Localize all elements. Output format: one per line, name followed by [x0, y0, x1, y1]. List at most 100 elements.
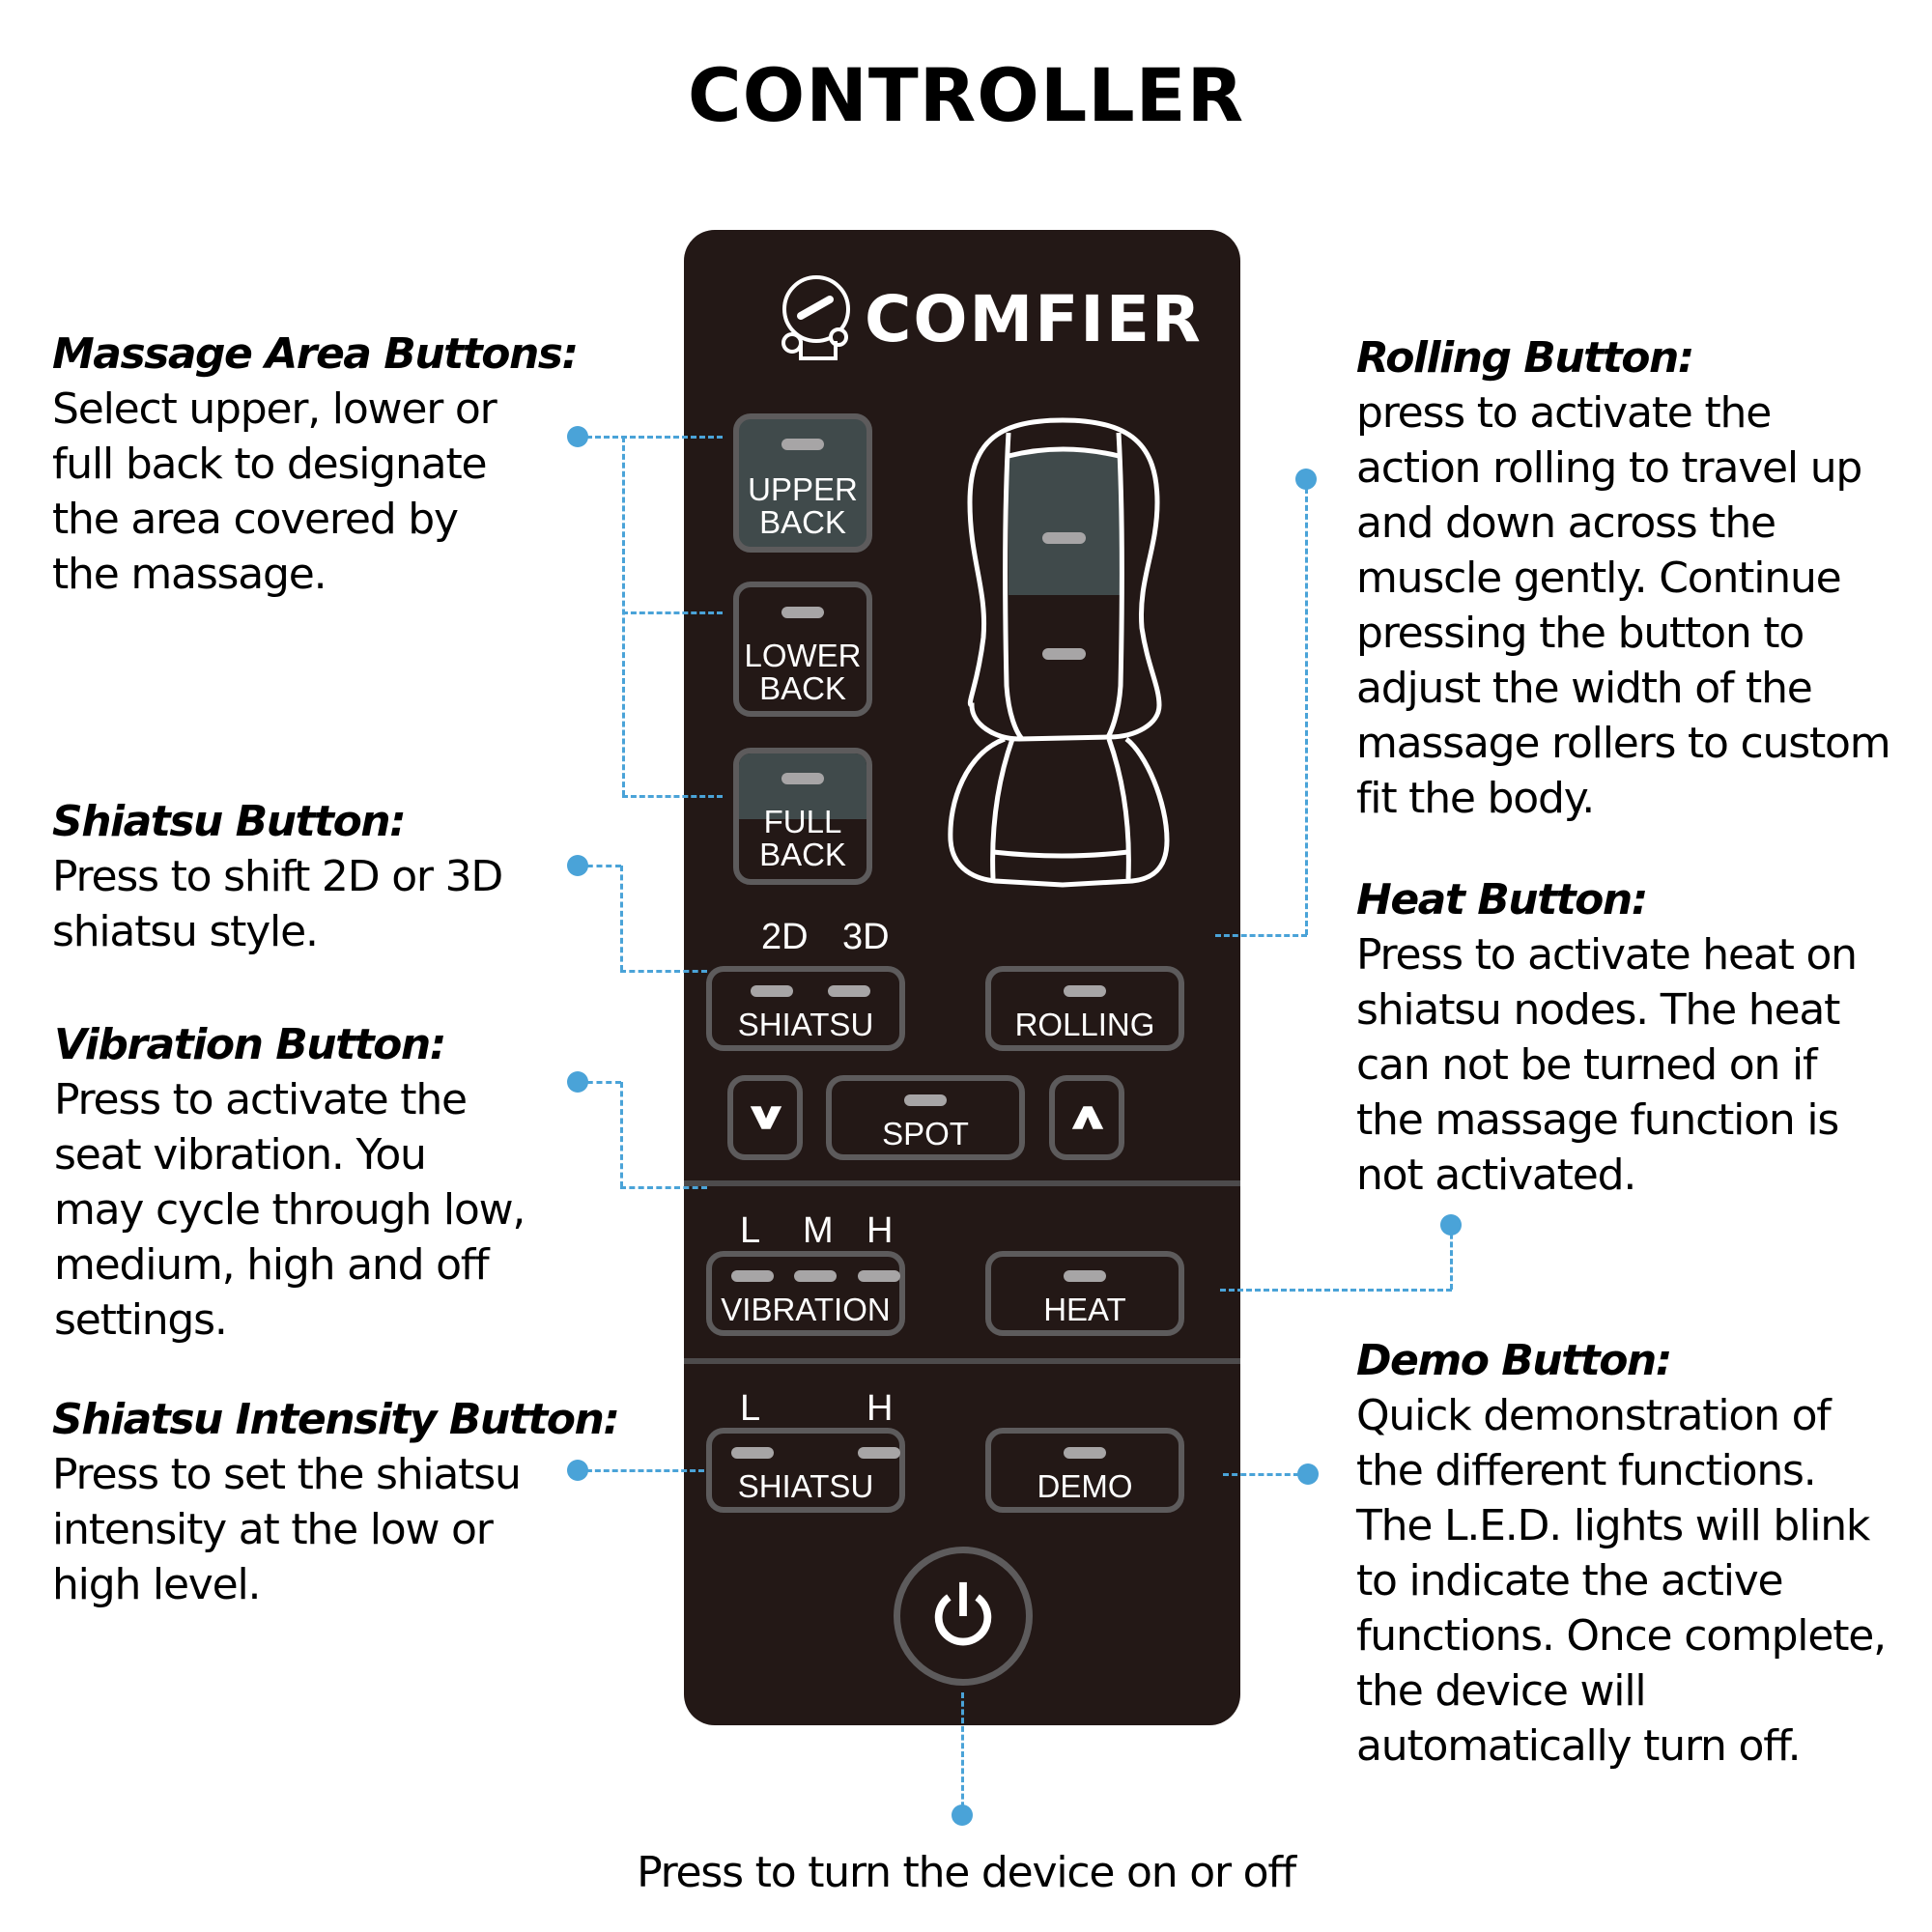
button-label: HEAT	[1043, 1292, 1126, 1327]
vibration-button[interactable]: VIBRATION	[706, 1251, 905, 1336]
callout-line	[578, 1081, 621, 1084]
spot-button[interactable]: SPOT	[826, 1075, 1025, 1160]
description-line: pressing the button to	[1356, 609, 1804, 658]
panel-divider	[684, 1358, 1240, 1364]
led-medium	[794, 1270, 837, 1282]
description-line: the massage function is	[1356, 1095, 1839, 1145]
description-line: the different functions.	[1356, 1446, 1817, 1495]
power-button[interactable]	[894, 1547, 1033, 1686]
description-line: may cycle through low,	[54, 1185, 526, 1235]
vibration-description: Vibration Button: Press to activate the …	[54, 1017, 526, 1348]
led-indicator	[904, 1094, 947, 1106]
shiatsu-mode-3d-label: 3D	[842, 917, 890, 957]
spot-up-button[interactable]	[1049, 1075, 1124, 1160]
description-line: shiatsu style.	[52, 907, 319, 956]
description-heading: Demo Button:	[1356, 1336, 1672, 1385]
button-label: SHIATSU	[737, 1468, 874, 1504]
description-line: Press to shift 2D or 3D	[52, 852, 503, 901]
shiatsu-intensity-button[interactable]: SHIATSU	[706, 1428, 905, 1513]
shiatsu-mode-2d-label: 2D	[761, 917, 809, 957]
led-high	[858, 1270, 900, 1282]
led-indicator	[781, 607, 824, 618]
description-line: full back to designate	[52, 440, 488, 489]
callout-line	[620, 866, 623, 971]
massage-seat-diagram-icon	[948, 417, 1170, 888]
led-3d	[828, 985, 870, 997]
power-icon	[934, 1581, 992, 1646]
description-line: settings.	[54, 1295, 228, 1345]
led-indicator	[1064, 1447, 1106, 1459]
led-high	[858, 1447, 900, 1459]
callout-line	[622, 611, 723, 614]
lower-back-button[interactable]: LOWER BACK	[733, 582, 872, 717]
button-label: VIBRATION	[721, 1292, 891, 1327]
button-label: DEMO	[1037, 1468, 1133, 1504]
intensity-level-l: L	[740, 1388, 761, 1429]
callout-line	[1215, 934, 1307, 937]
chevron-down-icon	[750, 1106, 782, 1129]
callout-line	[622, 795, 723, 798]
shiatsu-button[interactable]: SHIATSU	[706, 966, 905, 1051]
description-line: to indicate the active	[1356, 1556, 1784, 1605]
description-line: not activated.	[1356, 1151, 1636, 1200]
page-title: CONTROLLER	[687, 52, 1245, 138]
panel-divider	[684, 1180, 1240, 1186]
description-line: high level.	[52, 1560, 262, 1609]
upper-back-button[interactable]: UPPER BACK	[733, 413, 872, 553]
description-line: Press to set the shiatsu	[52, 1450, 522, 1499]
led-low	[731, 1270, 774, 1282]
mascot-face-icon	[781, 275, 850, 360]
description-heading: Vibration Button:	[54, 1020, 446, 1069]
button-label: FULL	[763, 804, 842, 839]
button-label: LOWER	[744, 638, 862, 673]
callout-dot	[952, 1804, 973, 1826]
description-line: fit the body.	[1356, 774, 1595, 823]
led-low	[731, 1447, 774, 1459]
callout-line	[961, 1692, 964, 1816]
callout-line	[578, 1469, 704, 1472]
description-line: can not be turned on if	[1356, 1040, 1817, 1090]
led-indicator	[1064, 985, 1106, 997]
description-line: Quick demonstration of	[1356, 1391, 1832, 1440]
button-label: SHIATSU	[737, 1007, 874, 1042]
rolling-button[interactable]: ROLLING	[985, 966, 1184, 1051]
full-back-button[interactable]: FULL BACK	[733, 748, 872, 885]
intensity-level-h: H	[867, 1388, 894, 1429]
callout-line	[1223, 1473, 1308, 1476]
description-line: seat vibration. You	[54, 1130, 427, 1179]
callout-line	[620, 1082, 623, 1187]
rolling-description: Rolling Button: press to activate the ac…	[1356, 330, 1891, 826]
button-label: BACK	[759, 504, 846, 540]
callout-line	[578, 436, 723, 439]
vibration-level-h: H	[867, 1210, 894, 1251]
description-line: medium, high and off	[54, 1240, 490, 1290]
description-heading: Shiatsu Intensity Button:	[52, 1395, 620, 1444]
callout-line	[578, 865, 621, 867]
heat-description: Heat Button: Press to activate heat on s…	[1356, 872, 1858, 1203]
shiatsu-intensity-description: Shiatsu Intensity Button: Press to set t…	[52, 1392, 620, 1612]
description-line: shiatsu nodes. The heat	[1356, 985, 1840, 1035]
led-indicator	[781, 773, 824, 784]
description-line: muscle gently. Continue	[1356, 554, 1842, 603]
led-2d	[751, 985, 793, 997]
description-line: Press to activate heat on	[1356, 930, 1858, 980]
demo-description: Demo Button: Quick demonstration of the …	[1356, 1333, 1887, 1774]
description-line: Select upper, lower or	[52, 384, 497, 434]
heat-button[interactable]: HEAT	[985, 1251, 1184, 1336]
description-line: automatically turn off.	[1356, 1721, 1802, 1771]
description-heading: Shiatsu Button:	[52, 797, 407, 846]
power-description: Press to turn the device on or off	[637, 1848, 1296, 1897]
callout-line	[1450, 1225, 1453, 1290]
callout-line	[620, 1186, 707, 1189]
led-indicator	[781, 439, 824, 450]
description-line: massage rollers to custom	[1356, 719, 1891, 768]
shiatsu-description: Shiatsu Button: Press to shift 2D or 3D …	[52, 794, 503, 959]
description-line: Press to activate the	[54, 1075, 468, 1124]
description-line: and down across the	[1356, 498, 1776, 548]
demo-button[interactable]: DEMO	[985, 1428, 1184, 1513]
button-label: SPOT	[882, 1116, 969, 1151]
description-line: the massage.	[52, 550, 327, 599]
description-line: intensity at the low or	[52, 1505, 494, 1554]
spot-down-button[interactable]	[727, 1075, 803, 1160]
description-heading: Rolling Button:	[1356, 333, 1694, 383]
